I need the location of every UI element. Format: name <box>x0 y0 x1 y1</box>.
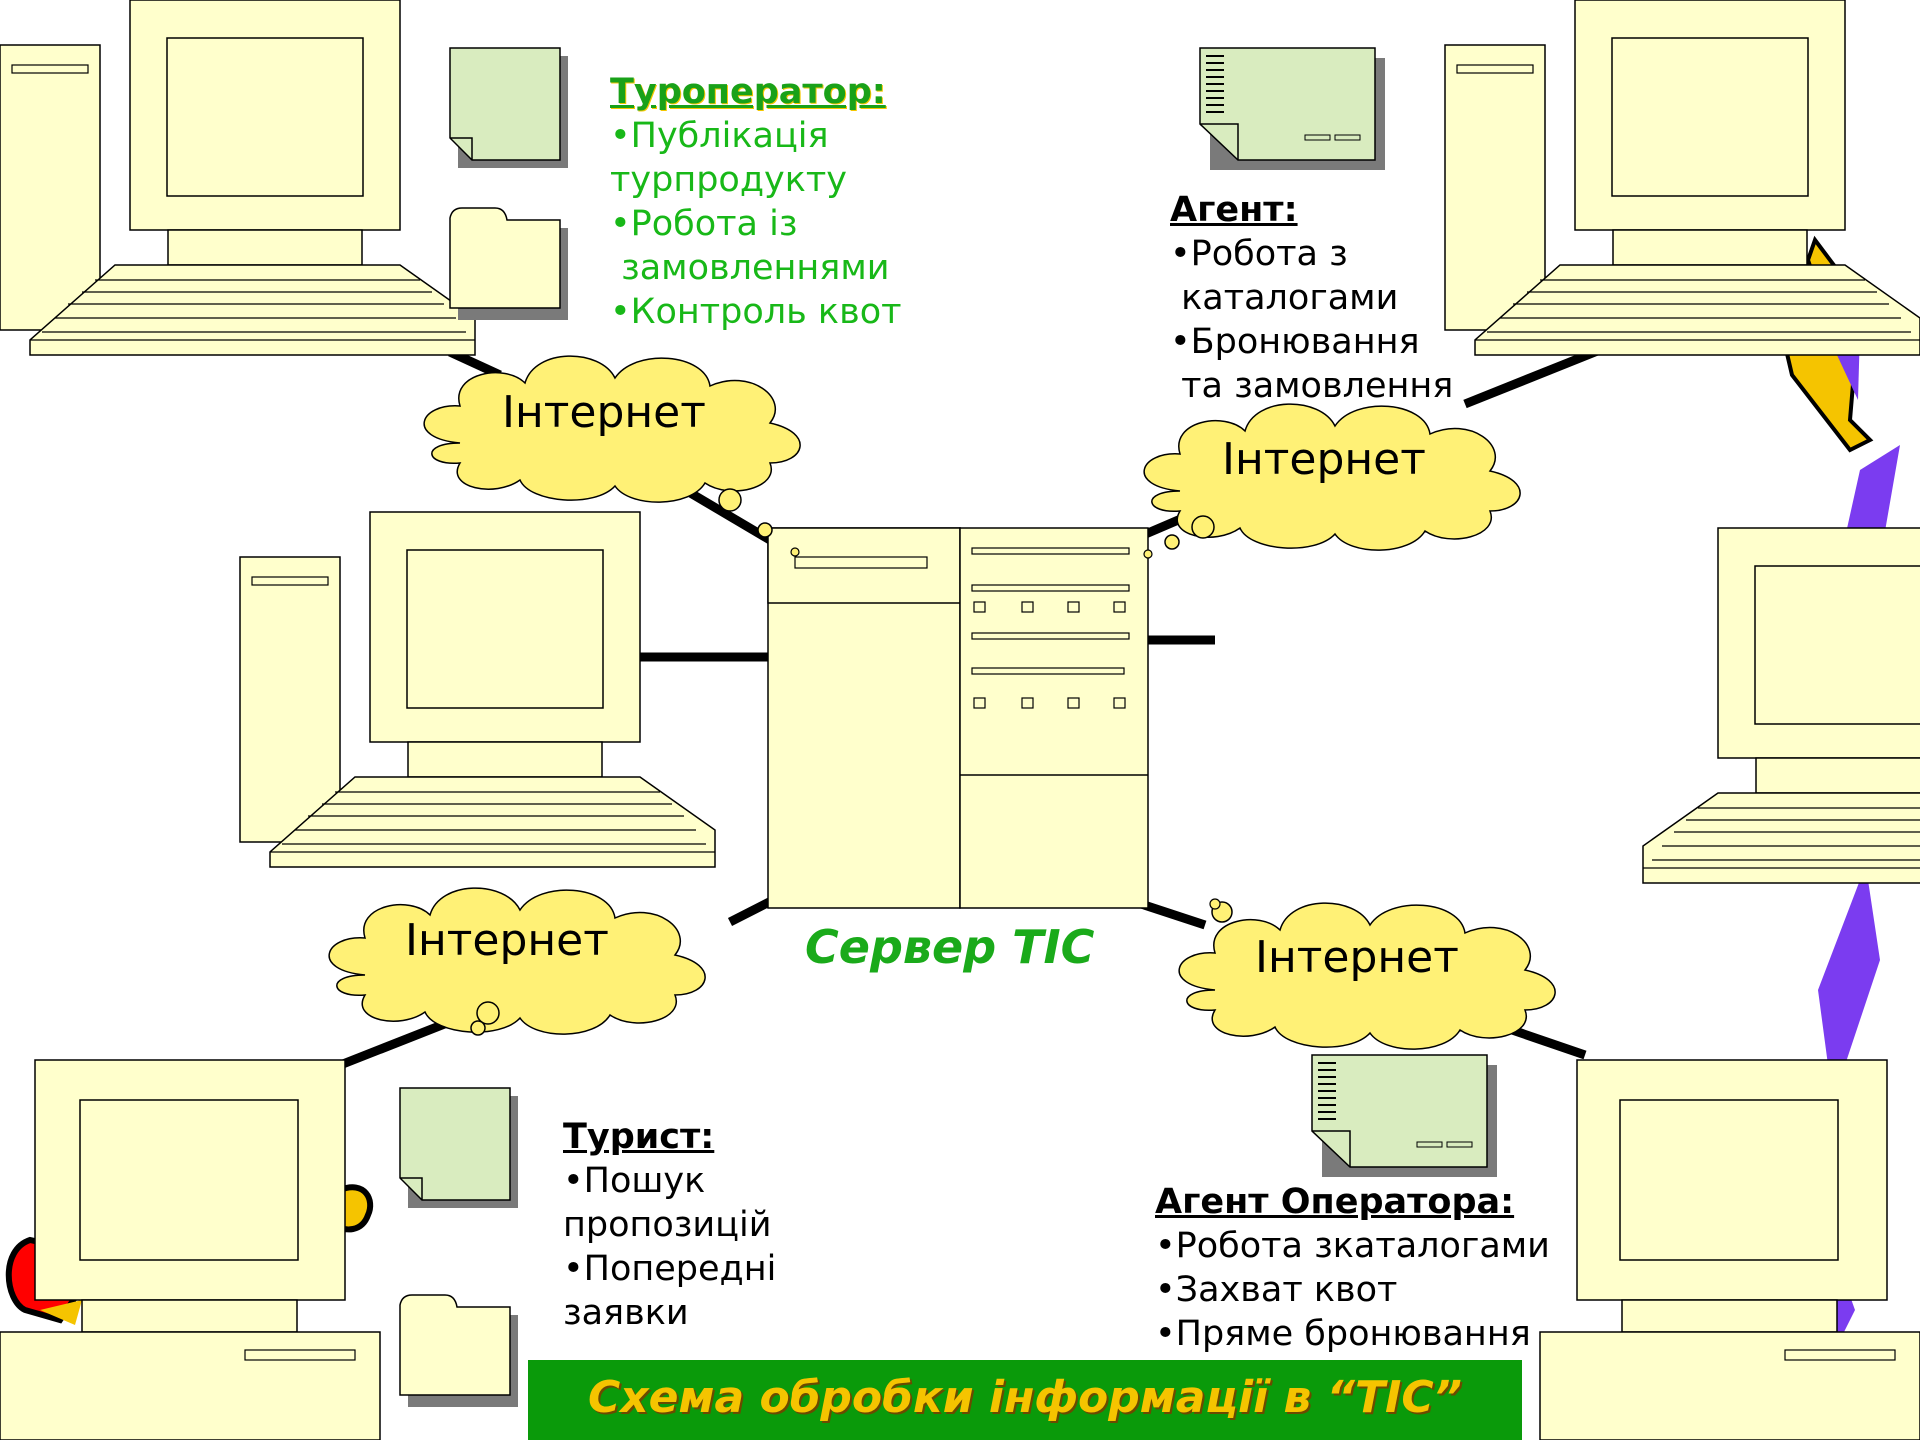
touroperator-heading: Туроператор: <box>610 72 886 112</box>
tourist-item: заявки <box>563 1293 689 1333</box>
notebook-icon-agent <box>1199 47 1386 171</box>
tourist-heading: Турист: <box>563 1117 715 1157</box>
operator-agent-heading: Агент Оператора: <box>1155 1182 1515 1222</box>
diagram-title: Схема обробки інформації в “ТІС” <box>587 1372 1463 1423</box>
computer-operator-agent <box>1539 1059 1920 1440</box>
cloud-internet-4 <box>1178 898 1556 1050</box>
operator-agent-item: •Захват квот <box>1155 1270 1398 1310</box>
tourist-item: пропозицій <box>563 1205 772 1245</box>
agent-heading: Агент: <box>1170 190 1298 230</box>
tourist-item: •Попередні <box>563 1249 777 1289</box>
notebook-icon-operator-agent <box>1311 1054 1498 1178</box>
title-banner: Схема обробки інформації в “ТІС” <box>528 1360 1522 1440</box>
server-label: Сервер ТІС <box>805 920 1095 974</box>
cloud-label-3: Інтернет <box>405 915 609 966</box>
cloud-label-1: Інтернет <box>502 387 706 438</box>
operator-agent-block: Агент Оператора: •Робота зкаталогами •За… <box>1155 1180 1550 1356</box>
computer-right <box>1642 527 1920 884</box>
document-icon-tourist <box>399 1087 519 1209</box>
document-icon-touroperator <box>449 47 569 169</box>
agent-block: Агент: •Робота з каталогами •Бронювання … <box>1170 188 1453 408</box>
agent-item: каталогами <box>1170 278 1399 318</box>
agent-item: та замовлення <box>1170 366 1454 406</box>
touroperator-item: •Контроль квот <box>610 292 902 332</box>
folder-icon-tourist <box>399 1294 519 1408</box>
computer-tourist <box>0 1059 381 1440</box>
server <box>767 527 1149 909</box>
cloud-internet-2 <box>1143 403 1521 559</box>
cloud-label-4: Інтернет <box>1255 932 1459 983</box>
touroperator-item: замовленнями <box>610 248 890 288</box>
agent-item: •Бронювання <box>1170 322 1420 362</box>
cloud-label-2: Інтернет <box>1222 434 1426 485</box>
tourist-item: •Пошук <box>563 1161 706 1201</box>
operator-agent-item: •Пряме бронювання <box>1155 1314 1531 1354</box>
touroperator-block: Туроператор: •Публікація турпродукту •Ро… <box>610 70 902 334</box>
tourist-block: Турист: •Пошук пропозицій •Попередні зая… <box>563 1115 776 1335</box>
computer-agent <box>1444 0 1920 356</box>
computer-touroperator <box>0 0 476 356</box>
folder-icon-touroperator <box>449 207 569 321</box>
cloud-internet-3 <box>328 887 706 1036</box>
computer-left <box>239 511 716 868</box>
touroperator-item: •Публікація <box>610 116 829 156</box>
cloud-internet-1 <box>423 355 801 557</box>
operator-agent-item: •Робота зкаталогами <box>1155 1226 1550 1266</box>
touroperator-item: •Робота із <box>610 204 798 244</box>
touroperator-item: турпродукту <box>610 160 847 200</box>
agent-item: •Робота з <box>1170 234 1348 274</box>
